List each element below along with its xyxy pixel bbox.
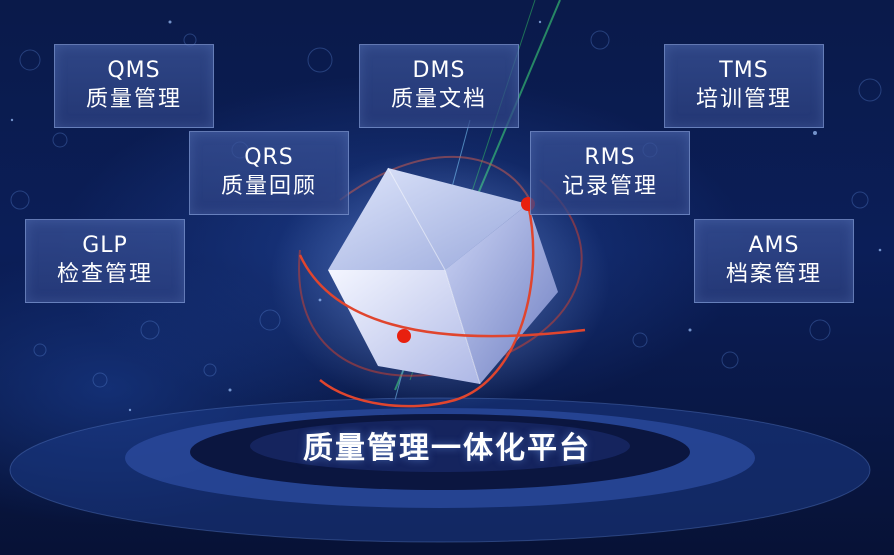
module-tms[interactable]: TMS 培训管理 [664,44,824,128]
module-dms[interactable]: DMS 质量文档 [359,44,519,128]
module-glp[interactable]: GLP 检查管理 [25,219,185,303]
module-label: 记录管理 [561,174,658,199]
module-ams[interactable]: AMS 档案管理 [694,219,854,303]
platform-rings [9,397,871,543]
module-label: 档案管理 [725,262,822,287]
module-code: QRS [244,145,294,170]
module-rms[interactable]: RMS 记录管理 [530,131,690,215]
orbit-back-top [339,155,531,201]
orbit-front [319,203,535,408]
module-code: AMS [748,233,800,258]
module-code: RMS [584,145,636,170]
module-label: 培训管理 [695,87,792,112]
module-code: QMS [107,58,161,83]
module-code: DMS [412,58,466,83]
platform-title: 质量管理一体化平台 [303,431,591,466]
cube-graphic [328,167,558,385]
module-code: TMS [719,58,769,83]
module-label: 质量文档 [390,87,487,112]
module-label: 质量管理 [85,87,182,112]
module-qms[interactable]: QMS 质量管理 [54,44,214,128]
module-qrs[interactable]: QRS 质量回顾 [189,131,349,215]
orbit-dot [397,329,411,343]
module-label: 质量回顾 [220,174,317,199]
orbit-front-lower [298,254,586,338]
module-label: 检查管理 [56,262,153,287]
module-code: GLP [82,233,128,258]
